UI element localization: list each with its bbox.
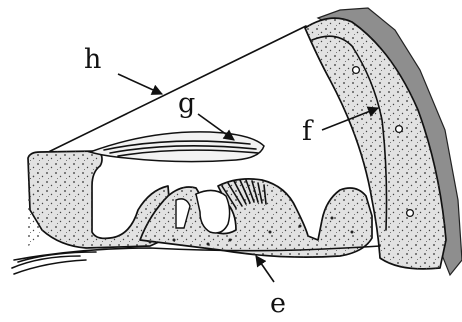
capillary-3 [407,210,414,217]
capillary-2 [396,126,403,133]
label-f: f [302,116,314,147]
nerve-fibers [12,252,96,274]
arrow-e [256,256,274,282]
capillary-1 [353,67,360,74]
label-h: h [84,44,101,75]
arrow-h [118,74,162,94]
label-e: e [270,288,286,319]
osseous-spiral-lamina [28,170,40,246]
label-g: g [178,88,195,119]
